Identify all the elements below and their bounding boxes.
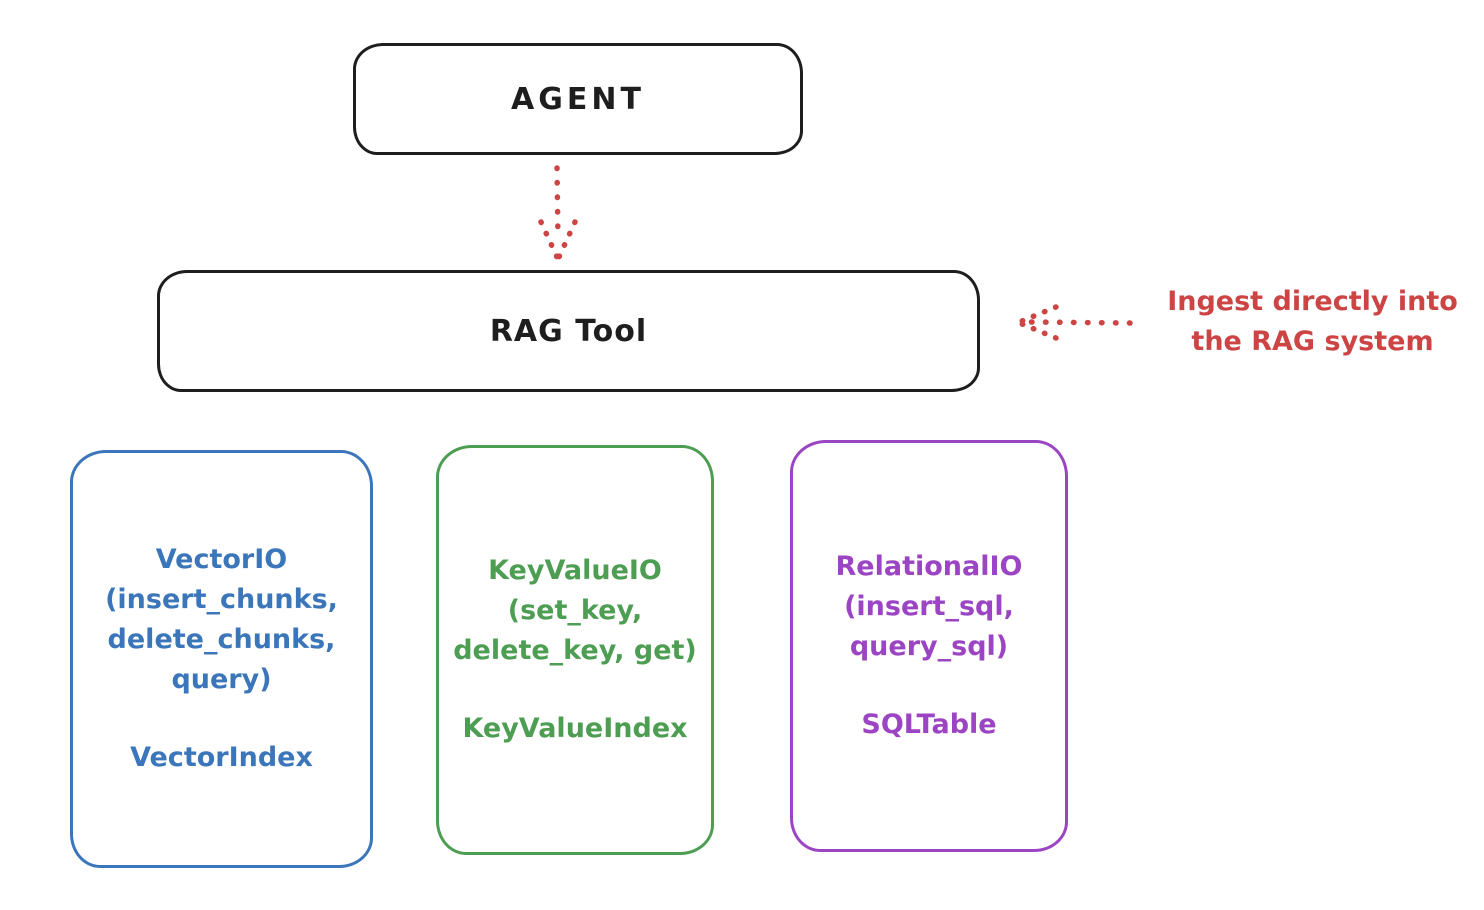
keyvalue-index-label: KeyValueIndex bbox=[462, 713, 688, 744]
arrow-shaft bbox=[1027, 319, 1133, 326]
vector-index-label: VectorIndex bbox=[130, 742, 313, 773]
vector-io-title: VectorIO (insert_chunks, delete_chunks, … bbox=[105, 544, 338, 695]
arrow-head-top-wing bbox=[1019, 304, 1059, 324]
keyvalue-io-node: KeyValueIO (set_key, delete_key, get) Ke… bbox=[436, 445, 714, 855]
agent-node-label: AGENT bbox=[511, 81, 645, 117]
relational-io-title: RelationalIO (insert_sql, query_sql) bbox=[835, 551, 1023, 662]
relational-io-node: RelationalIO (insert_sql, query_sql) SQL… bbox=[790, 440, 1068, 852]
rag-tool-node: RAG Tool bbox=[157, 270, 980, 392]
arrow-note-to-ragtool-icon bbox=[1019, 304, 1133, 341]
arrow-shaft bbox=[554, 165, 561, 243]
arrow-agent-to-ragtool-icon bbox=[538, 165, 578, 260]
sql-table-label: SQLTable bbox=[861, 709, 997, 740]
arrow-head-left-wing bbox=[538, 219, 560, 260]
ingest-annotation: Ingest directly into the RAG system bbox=[1167, 286, 1458, 357]
agent-node: AGENT bbox=[353, 43, 803, 155]
rag-tool-node-label: RAG Tool bbox=[489, 313, 648, 349]
keyvalue-io-title: KeyValueIO (set_key, delete_key, get) bbox=[453, 555, 697, 666]
arrow-head-right-wing bbox=[556, 219, 578, 260]
arrow-head-bottom-wing bbox=[1019, 321, 1059, 341]
vector-io-node: VectorIO (insert_chunks, delete_chunks, … bbox=[70, 450, 373, 868]
